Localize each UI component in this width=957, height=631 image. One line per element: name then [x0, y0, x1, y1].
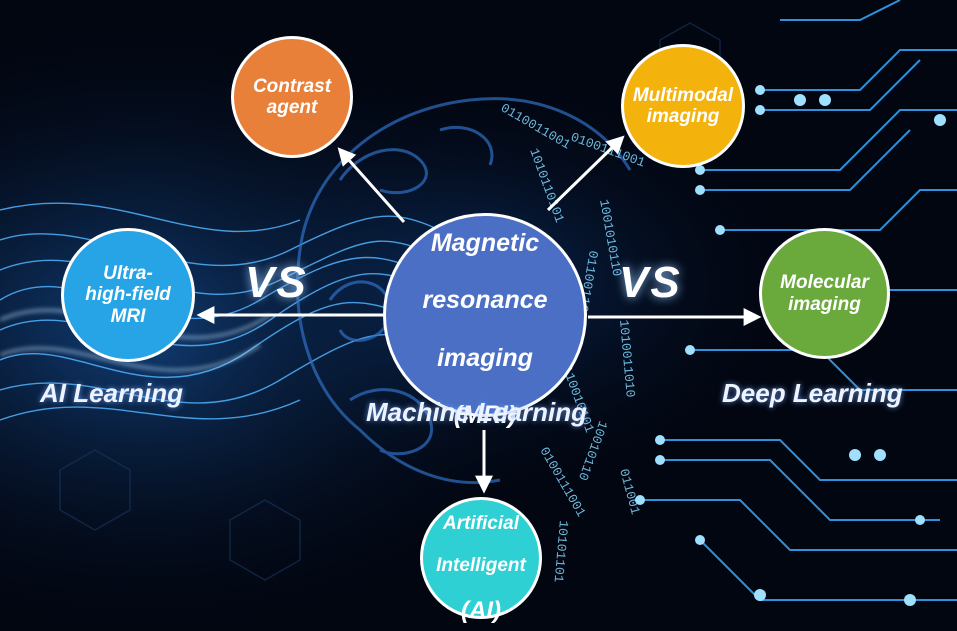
- arrow-to-multimodal: [546, 135, 625, 212]
- ultra-high-field-mri-label: Ultra- high-field MRI: [85, 263, 171, 327]
- machine-learning-label: Machine Learning: [366, 397, 588, 427]
- vs-right-label: VS: [619, 258, 682, 307]
- ai-line-3: (AI): [461, 596, 501, 624]
- mri-center-label: Magnetic resonance imaging (MRI): [422, 200, 547, 430]
- mri-center-node: Magnetic resonance imaging (MRI): [383, 213, 587, 429]
- deep-learning-label: Deep Learning: [722, 378, 903, 408]
- mri-line-3: imaging: [437, 343, 533, 372]
- mri-line-1: Magnetic: [430, 228, 540, 257]
- mri-line-4: (MRI): [453, 401, 517, 430]
- ai-line-2: Intelligent: [436, 555, 526, 577]
- ai-learning-label: AI Learning: [40, 378, 184, 408]
- ai-line-1: Artificial: [442, 512, 519, 534]
- contrast-agent-label: Contrast agent: [252, 75, 332, 118]
- molecular-imaging-label: Molecular imaging: [780, 272, 869, 315]
- vs-left-label: VS: [245, 258, 308, 307]
- contrast-agent-node: Contrast agent: [231, 36, 353, 158]
- artificial-intelligent-node: Artificial Intelligent (AI): [420, 497, 542, 624]
- svg-text:10101101: 10101101: [551, 520, 571, 584]
- arrow-to-contrast-agent: [337, 147, 406, 223]
- connector-arrows: [196, 135, 762, 494]
- ultra-high-field-mri-node: Ultra- high-field MRI: [61, 228, 195, 362]
- multimodal-imaging-label: Multimodal imaging: [632, 84, 734, 127]
- molecular-imaging-node: Molecular imaging: [759, 228, 890, 359]
- circuit-nodes: [635, 85, 946, 606]
- multimodal-imaging-node: Multimodal imaging: [621, 44, 745, 168]
- mri-line-2: resonance: [422, 286, 548, 315]
- svg-text:1010011010: 1010011010: [616, 319, 638, 398]
- artificial-intelligent-label: Artificial Intelligent (AI): [436, 491, 526, 624]
- brain-outline: [296, 97, 632, 485]
